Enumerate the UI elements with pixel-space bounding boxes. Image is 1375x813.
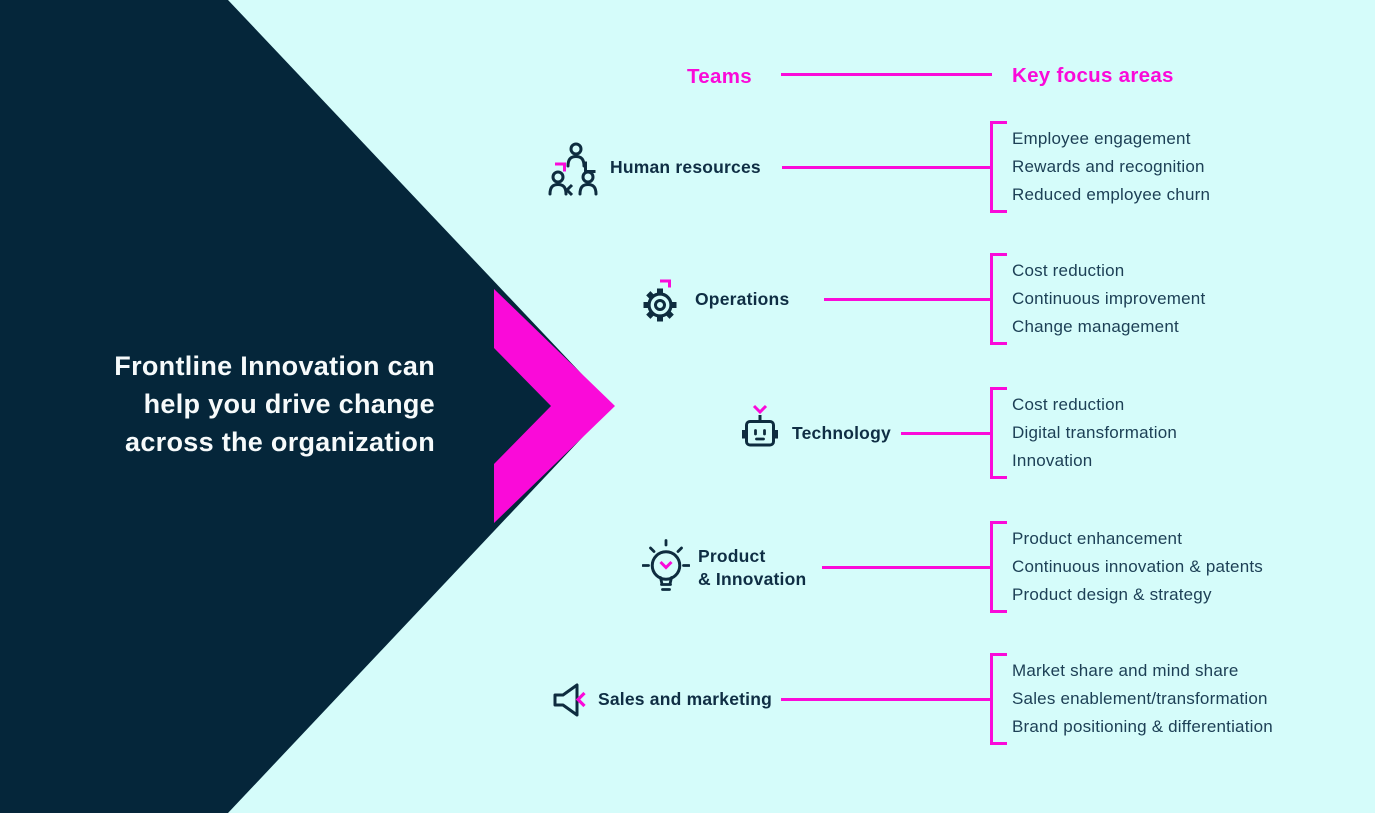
team-label-line: Product — [698, 546, 766, 566]
focus-item: Brand positioning & differentiation — [1012, 717, 1273, 736]
people-collaboration-icon — [548, 136, 606, 198]
teams-column-header: Teams — [687, 65, 752, 88]
team-label-technology: Technology — [792, 423, 891, 443]
focus-column-header: Key focus areas — [1012, 64, 1174, 87]
focus-list: Cost reduction Digital transformation In… — [1012, 391, 1177, 475]
focus-item: Product enhancement — [1012, 529, 1183, 548]
focus-list: Cost reduction Continuous improvement Ch… — [1012, 257, 1205, 341]
magenta-chevron-shape — [494, 289, 615, 523]
focus-item: Sales enablement/transformation — [1012, 689, 1268, 708]
focus-bracket — [990, 653, 1007, 745]
focus-item: Rewards and recognition — [1012, 157, 1205, 176]
focus-item: Cost reduction — [1012, 395, 1125, 414]
title-line: Frontline Innovation can — [114, 351, 435, 381]
focus-item: Digital transformation — [1012, 423, 1178, 442]
focus-item: Cost reduction — [1012, 261, 1125, 280]
focus-list: Product enhancement Continuous innovatio… — [1012, 525, 1263, 609]
focus-bracket — [990, 121, 1007, 213]
team-label-human-resources: Human resources — [610, 157, 761, 177]
focus-item: Product design & strategy — [1012, 585, 1212, 604]
focus-bracket — [990, 387, 1007, 479]
header-connector-line — [781, 73, 992, 76]
navy-arrow-shape — [0, 0, 612, 813]
focus-item: Change management — [1012, 317, 1179, 336]
focus-item: Continuous innovation & patents — [1012, 557, 1263, 576]
focus-list: Employee engagement Rewards and recognit… — [1012, 125, 1210, 209]
connector-line — [782, 166, 992, 169]
magenta-accent — [752, 404, 768, 415]
team-label-operations: Operations — [695, 289, 790, 309]
focus-bracket — [990, 521, 1007, 613]
connector-line — [822, 566, 992, 569]
megaphone-icon — [551, 680, 589, 720]
connector-line — [901, 432, 992, 435]
focus-item: Innovation — [1012, 451, 1093, 470]
team-label-line: & Innovation — [698, 569, 807, 589]
robot-icon — [742, 402, 778, 450]
focus-item: Reduced employee churn — [1012, 185, 1211, 204]
left-arrow-art — [0, 0, 615, 813]
title-line: help you drive change — [143, 389, 435, 419]
magenta-accent — [555, 162, 566, 172]
connector-line — [781, 698, 992, 701]
focus-list: Market share and mind share Sales enable… — [1012, 657, 1273, 741]
team-label-product-innovation: Product & Innovation — [698, 545, 806, 591]
focus-item: Continuous improvement — [1012, 289, 1206, 308]
gear-icon — [641, 276, 681, 324]
focus-bracket — [990, 253, 1007, 345]
team-label-sales-marketing: Sales and marketing — [598, 689, 773, 709]
focus-item: Market share and mind share — [1012, 661, 1239, 680]
connector-line — [824, 298, 992, 301]
magenta-accent — [659, 560, 673, 570]
title-line: across the organization — [125, 427, 435, 457]
focus-item: Employee engagement — [1012, 129, 1191, 148]
lightbulb-icon — [642, 538, 690, 596]
magenta-accent — [660, 279, 671, 288]
page-title: Frontline Innovation can help you drive … — [40, 347, 435, 461]
magenta-accent — [575, 691, 586, 708]
